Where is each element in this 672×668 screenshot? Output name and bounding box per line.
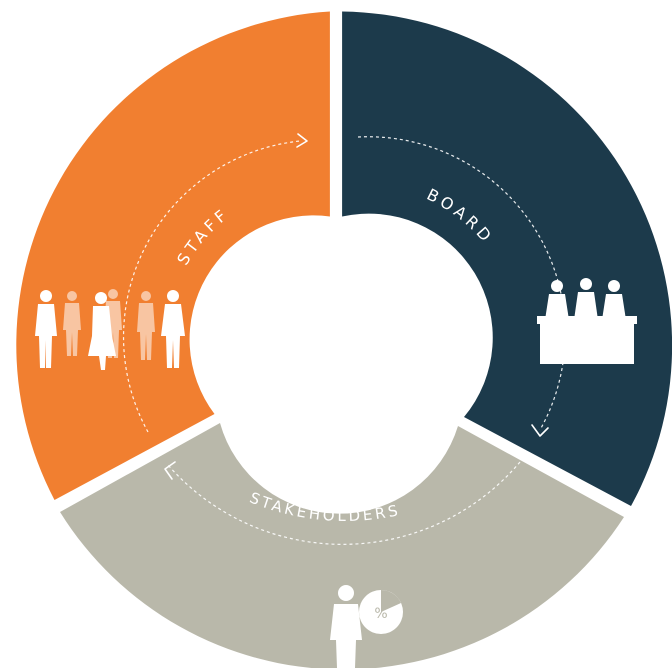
board-arrow-icon (531, 424, 549, 437)
percent-glyph: % (374, 606, 387, 622)
staff-segment (16, 11, 330, 500)
staff-arrow-icon (296, 133, 308, 148)
stakeholders-flow-arc (167, 461, 521, 545)
group-of-people-icon (35, 289, 185, 370)
board-flow-arc (357, 136, 566, 431)
board-segment (342, 11, 672, 506)
board-members-at-table-icon (537, 278, 637, 364)
person-with-percent-chart-icon: % (330, 585, 403, 668)
stakeholders-segment (60, 423, 624, 668)
stakeholders-arrow-icon (164, 461, 176, 480)
staff-flow-arc (122, 140, 301, 433)
